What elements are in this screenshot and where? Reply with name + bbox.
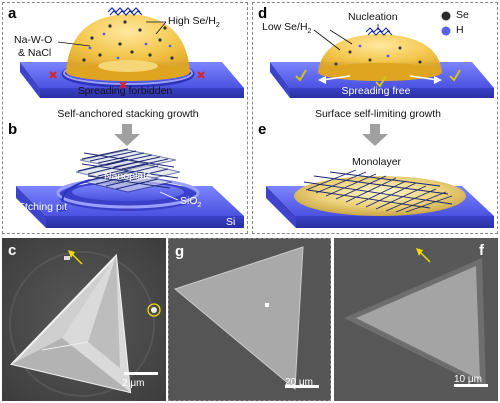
monolayer-label: Monolayer <box>352 156 402 168</box>
sem-panel-c: c 2 μm <box>2 238 166 401</box>
droplet-d <box>318 34 442 81</box>
step-arrow-e <box>362 124 388 146</box>
sem-image-c <box>2 238 166 401</box>
sio2-label: SiO2 <box>180 195 202 210</box>
sem-image-g <box>169 239 330 400</box>
low-se-h2-text: Low Se/H <box>262 21 308 33</box>
substrate-b <box>16 177 244 228</box>
leader-lines-b <box>159 191 179 201</box>
substrate-e <box>266 176 494 228</box>
check-marks-d <box>295 69 461 88</box>
panel-label-f: f <box>479 242 484 259</box>
red-cross-marks-a <box>49 71 205 89</box>
high-se-h2-label: High Se/H2 <box>168 15 220 30</box>
panel-d-e <box>252 2 498 234</box>
caption-spreading-free: Spreading free <box>341 85 411 97</box>
leader-lines-d <box>313 24 379 51</box>
legend-h-label: H <box>456 24 464 36</box>
panel-label-e: e <box>258 121 267 138</box>
step-surface-self-limiting: Surface self-limiting growth <box>314 108 442 120</box>
panel-label-d: d <box>258 5 268 22</box>
panel-label-b: b <box>8 121 18 138</box>
etching-pit-label: Etching pit <box>18 201 68 213</box>
step-arrow-b <box>114 124 140 146</box>
legend-se-label: Se <box>456 9 469 21</box>
spreading-arrows-d <box>318 75 442 84</box>
panel-label-a: a <box>8 5 17 22</box>
legend-h-dot <box>441 26 451 36</box>
monolayer-lattice-e <box>303 169 453 213</box>
panel-label-c: c <box>8 242 17 259</box>
caption-spreading-forbidden: Spreading forbidden <box>77 85 173 97</box>
legend-se-dot <box>441 11 451 21</box>
panel-a-b <box>2 2 248 234</box>
panel-label-g: g <box>175 243 185 260</box>
leader-lines-a <box>57 21 167 47</box>
scale-bar-g <box>285 385 319 388</box>
precursor-label-2: & NaCl <box>18 47 52 59</box>
high-se-h2-subscript: 2 <box>215 22 220 30</box>
nanoplate-lattice-b <box>77 148 179 190</box>
nucleation-seed-d <box>365 27 393 36</box>
sem-panel-f: f 10 μm <box>334 238 498 401</box>
nanoplate-seed-a <box>107 7 143 16</box>
precursor-label: Na-W-O <box>14 34 53 46</box>
low-se-h2-label: Low Se/H2 <box>262 21 312 36</box>
sio2-text: SiO <box>180 195 198 207</box>
step-self-anchored: Self-anchored stacking growth <box>57 108 199 120</box>
sem-panel-g: g 20 μm <box>168 238 331 401</box>
scale-text-f: 10 μm <box>454 374 482 385</box>
scale-bar-c <box>124 372 158 375</box>
droplet-a <box>66 14 190 81</box>
sem-image-f <box>334 238 498 401</box>
low-se-h2-subscript: 2 <box>307 28 312 36</box>
sio2-subscript: 2 <box>197 202 202 210</box>
high-se-h2-text: High Se/H <box>168 15 216 27</box>
nucleation-label: Nucleation <box>348 11 398 23</box>
scale-text-g: 20 μm <box>285 377 313 388</box>
si-label: Si <box>226 216 236 228</box>
scale-bar-f <box>454 384 488 387</box>
nanoplate-label: Nanoplate <box>104 170 152 182</box>
scale-text-c: 2 μm <box>122 378 145 389</box>
etching-arrow-b <box>56 179 91 212</box>
